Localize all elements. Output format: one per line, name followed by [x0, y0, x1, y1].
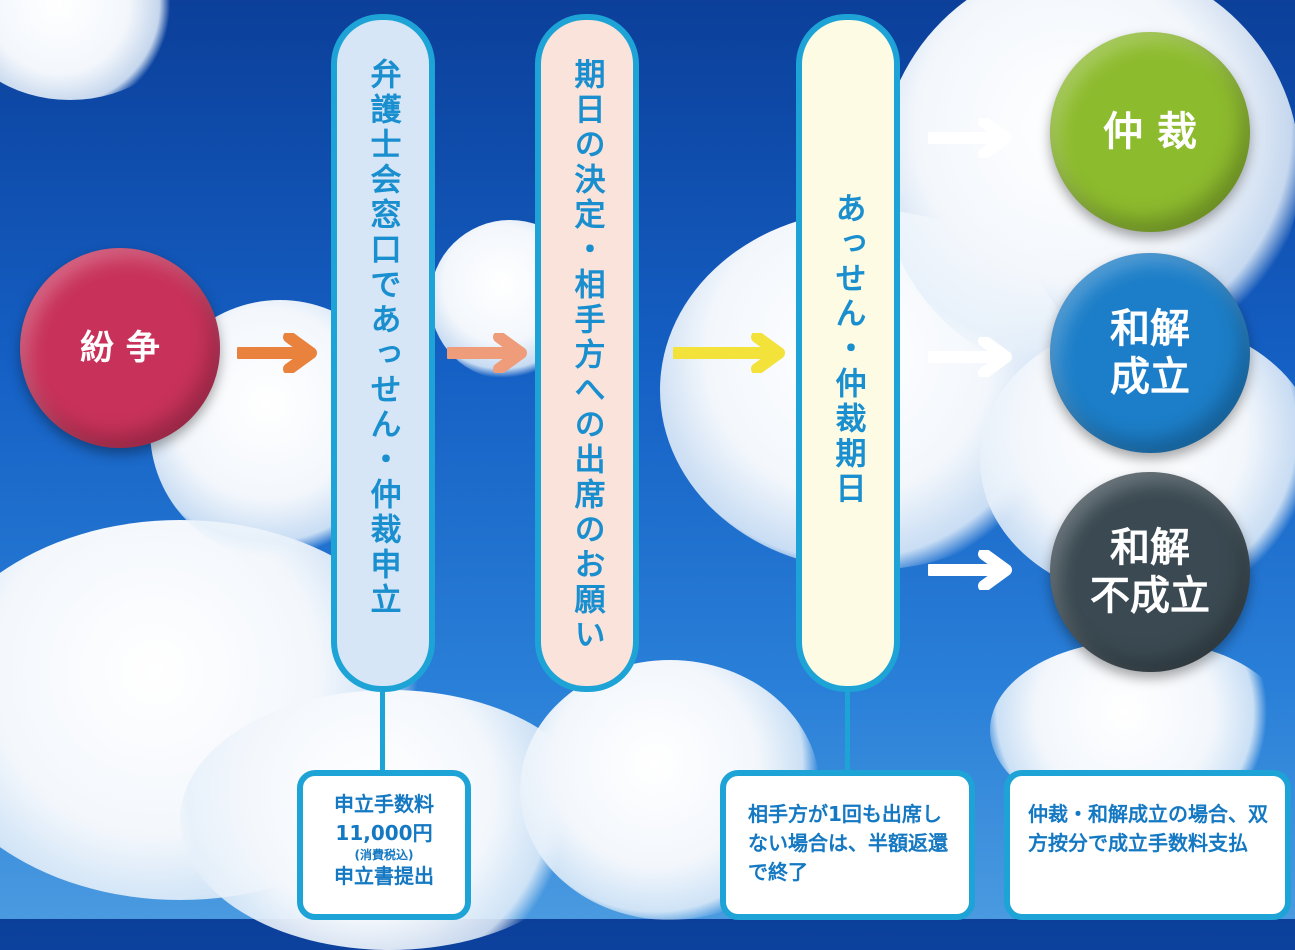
arrow-right-icon: [928, 337, 1012, 377]
absence-note: 相手方が1回も出席しない場合は、半額返還で終了: [720, 770, 975, 920]
fee-note: 申立手数料 11,000円 (消費税込) 申立書提出: [297, 770, 471, 920]
arrow-right-icon: [237, 333, 317, 373]
application-step: 弁護士会窓口であっせん・仲裁申立: [331, 14, 435, 692]
arrow-right-icon: [928, 118, 1012, 158]
application-connector: [380, 692, 385, 772]
hearing-step: あっせん・仲裁期日: [796, 14, 900, 692]
outcome-unsettled: 和解 不成立: [1050, 472, 1250, 672]
arrow-right-icon: [673, 333, 785, 373]
dispute-node: 紛 争: [20, 248, 220, 448]
fee-tax: (消費税込): [354, 848, 414, 862]
application-label: 弁護士会窓口であっせん・仲裁申立: [364, 58, 401, 618]
arrow-right-icon: [928, 550, 1012, 590]
arrow-right-icon: [447, 333, 527, 373]
outcome-arbitration: 仲 裁: [1050, 32, 1250, 232]
dispute-label: 紛 争: [80, 327, 160, 368]
absence-text: 相手方が1回も出席しない場合は、半額返還で終了: [748, 802, 948, 884]
arbitration-label: 仲 裁: [1103, 109, 1197, 155]
success-fee-text: 仲裁・和解成立の場合、双方按分で成立手数料支払: [1028, 802, 1268, 855]
success-fee-note: 仲裁・和解成立の場合、双方按分で成立手数料支払: [1004, 770, 1291, 920]
outcome-settled: 和解 成立: [1050, 253, 1250, 453]
fee-title: 申立手数料: [334, 792, 434, 816]
unsettled-label: 和解 不成立: [1090, 525, 1210, 619]
fee-amount: 11,000円: [335, 821, 433, 845]
scheduling-label: 期日の決定・相手方への出席のお願い: [568, 58, 605, 653]
settled-label: 和解 成立: [1110, 306, 1190, 400]
fee-submit: 申立書提出: [334, 864, 434, 889]
hearing-connector: [845, 692, 850, 772]
scheduling-step: 期日の決定・相手方への出席のお願い: [535, 14, 639, 692]
hearing-label: あっせん・仲裁期日: [829, 192, 866, 507]
